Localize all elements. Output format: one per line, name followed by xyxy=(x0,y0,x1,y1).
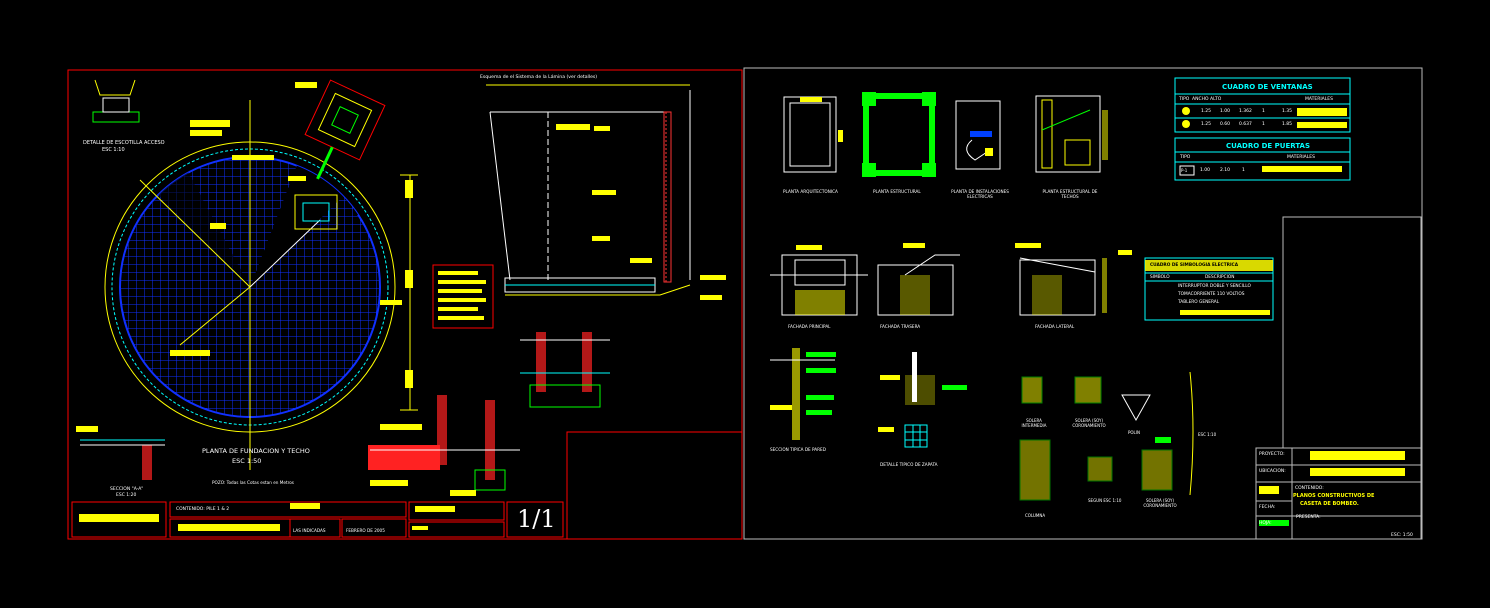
windows-row-2-area: 0.637 xyxy=(1239,122,1252,127)
doors-table-title: CUADRO DE PUERTAS xyxy=(1226,142,1311,150)
sheet-fraction: 1/1 xyxy=(517,505,556,533)
tb-contenido-value-2: CASETA DE BOMBEO. xyxy=(1300,501,1359,507)
windows-header-ancho: ANCHO xyxy=(1192,97,1209,102)
windows-row-1-qty: 1 xyxy=(1262,109,1265,114)
windows-row-2-ancho: 1.25 xyxy=(1201,122,1212,127)
sheet-2-annotations xyxy=(770,243,1132,432)
detail-top-left-label: DETALLE DE ESCOTILLA ACCESO xyxy=(83,140,165,146)
tb-contenido: CONTENIDO: xyxy=(1295,486,1324,491)
symbols-table-title: CUADRO DE SIMBOLOGIA ELECTRICA xyxy=(1150,263,1239,268)
windows-row-2-total: 1.85 xyxy=(1282,122,1293,127)
label-polin: POLIN xyxy=(1128,430,1140,435)
label-planta-arquitectonica: PLANTA ARQUITECTONICA xyxy=(783,189,838,194)
manhole-detail xyxy=(92,79,140,123)
doors-row-1-ancho: 1.00 xyxy=(1200,168,1211,173)
column-details xyxy=(368,395,520,491)
symbols-row-2: TOMACORRIENTE 110 VOLTIOS xyxy=(1178,292,1245,297)
symbols-header-simbolo: SIMBOLO xyxy=(1150,275,1170,280)
label-planta-estructural: PLANTA ESTRUCTURAL xyxy=(873,189,921,194)
windows-header-alto: ALTO xyxy=(1210,97,1222,102)
windows-row-1-total: 1.35 xyxy=(1282,109,1293,114)
detail-top-left-scale: ESC 1:10 xyxy=(102,147,125,153)
sheet-2-plans xyxy=(783,92,1108,177)
section-scale: ESC 1:20 xyxy=(116,493,137,498)
label-solera-coronamiento-2: SOLERA (SOY) CORONAMIENTO xyxy=(1143,498,1177,508)
sheet-1-frame xyxy=(67,69,743,540)
title-block-contents: CONTENIDO: PILE 1 & 2 xyxy=(176,507,230,512)
foundation-detail xyxy=(520,332,610,408)
plan-title: PLANTA DE FUNDACION Y TECHO xyxy=(202,447,310,455)
label-fachada-principal: FACHADA PRINCIPAL xyxy=(788,324,831,329)
label-columna: COLUMNA xyxy=(1025,513,1046,518)
sheet-2-notes-box xyxy=(1282,216,1422,449)
windows-header-materiales: MATERIALES xyxy=(1305,97,1333,102)
doors-header-materiales: MATERIALES xyxy=(1287,155,1315,160)
tb-presenta: PRESENTA: xyxy=(1296,515,1321,520)
section-aa-detail xyxy=(80,439,165,480)
sheet-1-blank-box xyxy=(566,431,743,540)
windows-table-title: CUADRO DE VENTANAS xyxy=(1222,83,1313,91)
label-seccion-pared: SECCION TIPICA DE PARED xyxy=(770,447,826,452)
sheet-1-legend xyxy=(432,264,494,329)
label-esc-detail: ESC 1:10 xyxy=(1198,432,1217,437)
label-fachada-lateral: FACHADA LATERAL xyxy=(1035,324,1075,329)
windows-header-tipo: TIPO xyxy=(1179,97,1190,102)
rotated-hatch-detail xyxy=(304,79,386,180)
section-drawing xyxy=(486,84,691,296)
windows-row-2-qty: 1 xyxy=(1262,122,1265,127)
title-block-date: FEBRERO DE 2005 xyxy=(346,528,385,533)
windows-row-1-alto: 1.00 xyxy=(1220,109,1231,114)
plan-note: POZO: Todas las Cotas estan en Metros xyxy=(212,480,294,485)
windows-row-1-ancho: 1.25 xyxy=(1201,109,1212,114)
doors-row-1-alto: 2.10 xyxy=(1220,168,1231,173)
doors-header-tipo: TIPO xyxy=(1180,155,1191,160)
tb-fecha: FECHA: xyxy=(1259,505,1276,510)
sheet-1-title-block xyxy=(71,501,564,538)
windows-row-1-area: 1.362 xyxy=(1239,109,1252,114)
label-planta-instalaciones: PLANTA DE INSTALACIONES ELECTRICAS xyxy=(951,189,1009,199)
label-planta-techos: PLANTA ESTRUCTURAL DE TECHOS xyxy=(1042,189,1098,199)
symbols-row-1: INTERRUPTOR DOBLE Y SENCILLO xyxy=(1178,284,1251,289)
tb-contenido-value-1: PLANOS CONSTRUCTIVOS DE xyxy=(1293,493,1375,499)
doors-row-1-qty: 1 xyxy=(1242,168,1245,173)
label-solera-coronamiento: SOLERA (SOY) CORONAMIENTO xyxy=(1072,418,1106,428)
section-title: SECCION "A-A" xyxy=(110,487,144,492)
label-segun: SEGUN ESC 1:10 xyxy=(1088,498,1122,503)
symbols-header-descripcion: DESCRIPCION xyxy=(1205,275,1235,280)
sheet-2-frame xyxy=(743,67,1423,540)
sheet-2-title-block xyxy=(1255,447,1422,540)
label-solera-intermedia: SOLERA INTERMEDIA xyxy=(1021,418,1047,428)
section-heading: Esquema de el Sistema de la Lámina (ver … xyxy=(480,75,598,80)
doors-row-1-tipo: P-1 xyxy=(1181,168,1188,173)
windows-row-2-alto: 0.60 xyxy=(1220,122,1231,127)
sheet-2-tables xyxy=(1144,77,1351,321)
sheet-2-details xyxy=(770,348,1194,501)
sheet-1-annotations xyxy=(76,82,726,496)
tb-proyecto: PROYECTO: xyxy=(1259,452,1285,457)
tb-escala: ESC: 1:50 xyxy=(1391,533,1413,538)
sheet-2-elevations xyxy=(770,254,1107,316)
tb-hoja: HOJA: xyxy=(1259,521,1272,526)
plan-scale: ESC 1:50 xyxy=(232,457,262,465)
title-block-indicated: LAS INDICADAS xyxy=(293,528,326,533)
label-detalle-zapata: DETALLE TIPICO DE ZAPATA xyxy=(880,462,938,467)
symbols-row-3: TABLERO GENERAL xyxy=(1178,300,1220,305)
label-fachada-trasera: FACHADA TRASERA xyxy=(880,324,921,329)
tb-ubicacion: UBICACION: xyxy=(1259,469,1286,474)
